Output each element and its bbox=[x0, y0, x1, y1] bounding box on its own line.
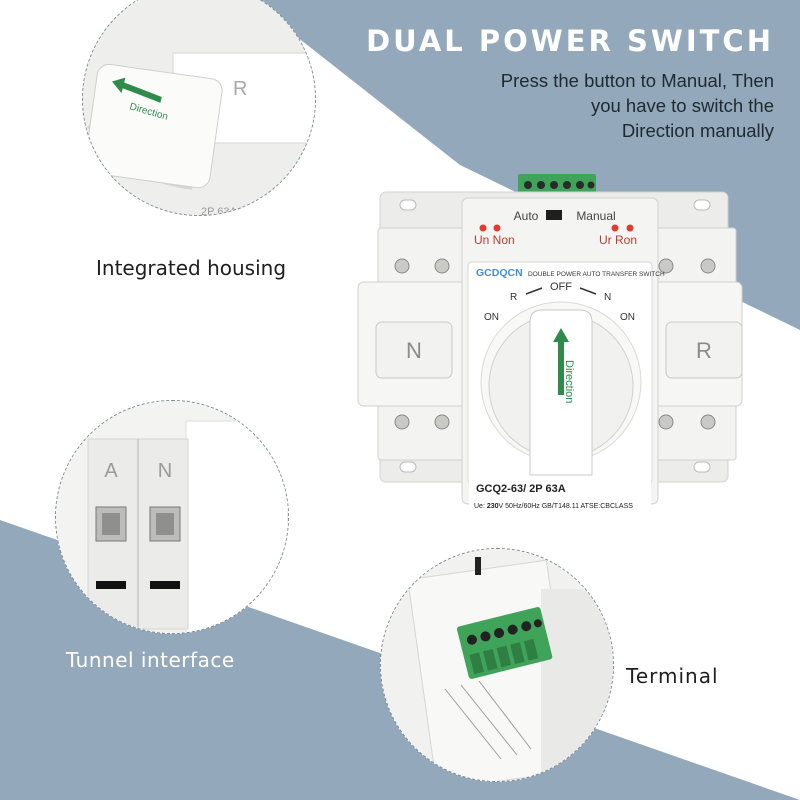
caption-integrated-housing: Integrated housing bbox=[96, 256, 287, 280]
caption-tunnel-interface: Tunnel interface bbox=[66, 648, 235, 672]
dial-on-right-label: ON bbox=[620, 312, 635, 323]
pole-r-window bbox=[665, 321, 743, 379]
mode-auto-label: Auto bbox=[514, 209, 539, 223]
pole-n-window bbox=[375, 321, 453, 379]
tunnel-port-n bbox=[149, 506, 181, 542]
led-right-1 bbox=[611, 224, 619, 232]
dial-on-left-label: ON bbox=[484, 312, 499, 323]
housing-r-letter: R bbox=[233, 78, 247, 100]
subtitle-line-3: Direction manually bbox=[621, 120, 774, 141]
dial-off-label: OFF bbox=[550, 281, 572, 293]
pole-left-label: N bbox=[406, 338, 422, 363]
led-left-1 bbox=[479, 224, 487, 232]
subtitle-line-2: you have to switch the bbox=[590, 95, 774, 116]
housing-rating-fragment: 2P 63A bbox=[201, 206, 238, 215]
detail-integrated-housing: R Direction 2P 63A bbox=[82, 0, 316, 216]
caption-terminal: Terminal bbox=[626, 664, 719, 688]
right-status-label: Ur Ron bbox=[599, 233, 637, 247]
dial-r-label: R bbox=[510, 292, 517, 303]
led-right-2 bbox=[626, 224, 634, 232]
pole-right-label: R bbox=[696, 338, 712, 363]
left-status-label: Un Non bbox=[474, 233, 515, 247]
housing-arrow-icon bbox=[112, 77, 162, 103]
dual-power-switch-device: N R Auto Manual Un Non Ur Ron GCDQCN DOU… bbox=[357, 174, 743, 510]
mode-manual-label: Manual bbox=[576, 209, 615, 223]
detail-terminal bbox=[380, 548, 614, 782]
led-left-2 bbox=[493, 224, 501, 232]
subtitle-line-1: Press the button to Manual, Then bbox=[500, 70, 774, 91]
spec-label: Ue: 230V 50Hz/60Hz GB/T148.11 ATSE:CBCLA… bbox=[474, 503, 633, 510]
headline: DUAL POWER SWITCH bbox=[366, 24, 774, 58]
handle-direction-text: Direction bbox=[563, 360, 575, 403]
tunnel-letter-a: A bbox=[104, 460, 118, 482]
tunnel-letter-n: N bbox=[158, 460, 172, 482]
model-label: GCQ2-63/ 2P 63A bbox=[476, 483, 566, 495]
housing-handle bbox=[84, 63, 223, 189]
green-arrow-icon bbox=[553, 328, 569, 395]
dial-n-label: N bbox=[604, 292, 611, 303]
brand-description: DOUBLE POWER AUTO TRANSFER SWITCH bbox=[528, 271, 665, 278]
mode-slider-switch[interactable] bbox=[546, 210, 562, 220]
detail-tunnel-interface: A N bbox=[55, 400, 289, 634]
brand-label: GCDQCN bbox=[476, 267, 523, 279]
